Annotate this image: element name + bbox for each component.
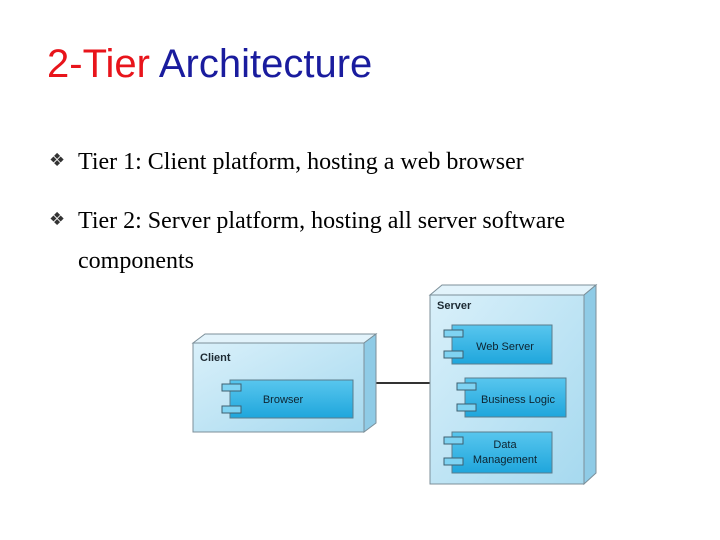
slide-title: 2-Tier Architecture xyxy=(47,36,372,92)
business-logic-label: Business Logic xyxy=(481,394,555,406)
web-server-label: Web Server xyxy=(476,341,534,353)
browser-component: Browser xyxy=(221,379,354,419)
title-part-1: 2-Tier xyxy=(47,42,150,86)
bullet-icon: ❖ xyxy=(49,150,66,171)
web-server-component: Web Server xyxy=(443,324,553,365)
business-logic-component: Business Logic xyxy=(456,377,567,418)
title-part-2: Architecture xyxy=(158,42,373,86)
component-icon xyxy=(221,405,242,414)
bullet-text-tier-2: Tier 2: Server platform, hosting all ser… xyxy=(78,208,565,274)
component-icon xyxy=(443,350,464,359)
bullet-text-tier-1: Tier 1: Client platform, hosting a web b… xyxy=(78,149,524,175)
data-management-label-line-1: Data xyxy=(493,439,517,451)
component-icon xyxy=(443,457,464,466)
data-management-component: Data Management xyxy=(443,431,553,474)
client-node-label: Client xyxy=(200,352,231,364)
browser-label: Browser xyxy=(263,394,304,406)
bullet-icon: ❖ xyxy=(49,209,66,230)
component-icon xyxy=(443,329,464,338)
server-node-label: Server xyxy=(437,300,472,312)
component-icon xyxy=(456,403,477,412)
component-icon xyxy=(456,382,477,391)
component-icon xyxy=(221,383,242,392)
component-icon xyxy=(443,436,464,445)
data-management-label-line-2: Management xyxy=(473,454,537,466)
